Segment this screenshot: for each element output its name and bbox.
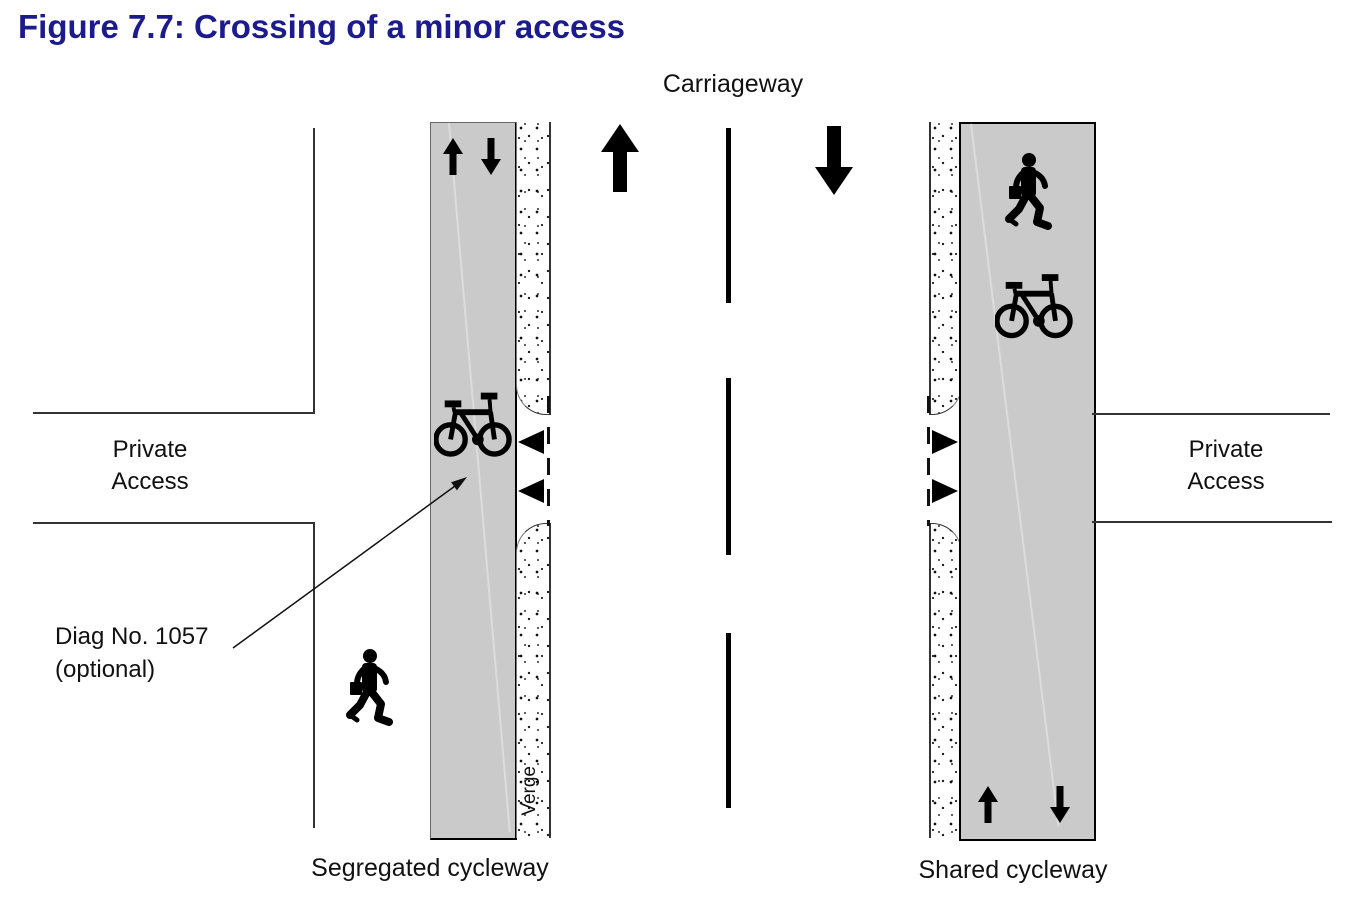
access-road-edge-line <box>1092 413 1330 415</box>
give-way-triangle-icon <box>518 430 544 454</box>
private-access-line2: Access <box>1187 468 1265 495</box>
segregated-cycleway-label: Segregated cycleway <box>311 854 549 882</box>
up-arrow-icon <box>600 124 640 192</box>
private-access-line2: Access <box>111 468 189 495</box>
verge-strip <box>929 122 962 415</box>
shared-cycleway-band <box>959 122 1096 841</box>
cycle-symbol-icon <box>995 252 1073 347</box>
figure-title: Figure 7.7: Crossing of a minor access <box>18 8 626 45</box>
access-road-edge-line <box>33 412 315 414</box>
access-road-edge-line <box>1092 521 1332 523</box>
annotation-line2: (optional) <box>55 656 156 683</box>
private-access-label-right: Private Access <box>1126 434 1326 498</box>
private-access-line1: Private <box>1188 436 1264 463</box>
carriageway-label: Carriageway <box>662 70 804 98</box>
private-access-line1: Private <box>112 436 188 463</box>
verge-strip <box>929 523 962 838</box>
up-arrow-icon <box>442 138 464 175</box>
carriageway-edge-dashed-line <box>927 396 930 526</box>
give-way-triangle-icon <box>932 479 958 503</box>
verge-strip: Verge <box>516 523 551 838</box>
pedestrian-icon <box>343 648 395 730</box>
shared-cycleway-label: Shared cycleway <box>918 856 1108 884</box>
centre-line-dash <box>726 633 731 808</box>
verge-strip <box>516 122 551 415</box>
give-way-triangle-icon <box>932 430 958 454</box>
segregated-cycleway-band <box>430 122 517 840</box>
verge-label: Verge <box>519 766 540 816</box>
faint-construction-line <box>448 122 511 833</box>
boundary-line <box>313 522 315 828</box>
give-way-triangle-icon <box>518 479 544 503</box>
down-arrow-icon <box>1049 786 1071 823</box>
carriageway-edge-dashed-line <box>547 396 550 526</box>
down-arrow-icon <box>480 138 502 175</box>
access-road-edge-line <box>33 522 315 524</box>
pedestrian-icon <box>1002 152 1054 234</box>
down-arrow-icon <box>814 126 854 195</box>
annotation-line1: Diag No. 1057 <box>55 623 209 650</box>
cycle-symbol-icon <box>434 377 512 459</box>
diag-1057-annotation: Diag No. 1057 (optional) <box>55 620 208 686</box>
centre-line-dash <box>726 378 731 555</box>
up-arrow-icon <box>977 786 999 823</box>
private-access-label-left: Private Access <box>50 434 250 498</box>
centre-line-dash <box>726 128 731 303</box>
boundary-line <box>313 128 315 414</box>
